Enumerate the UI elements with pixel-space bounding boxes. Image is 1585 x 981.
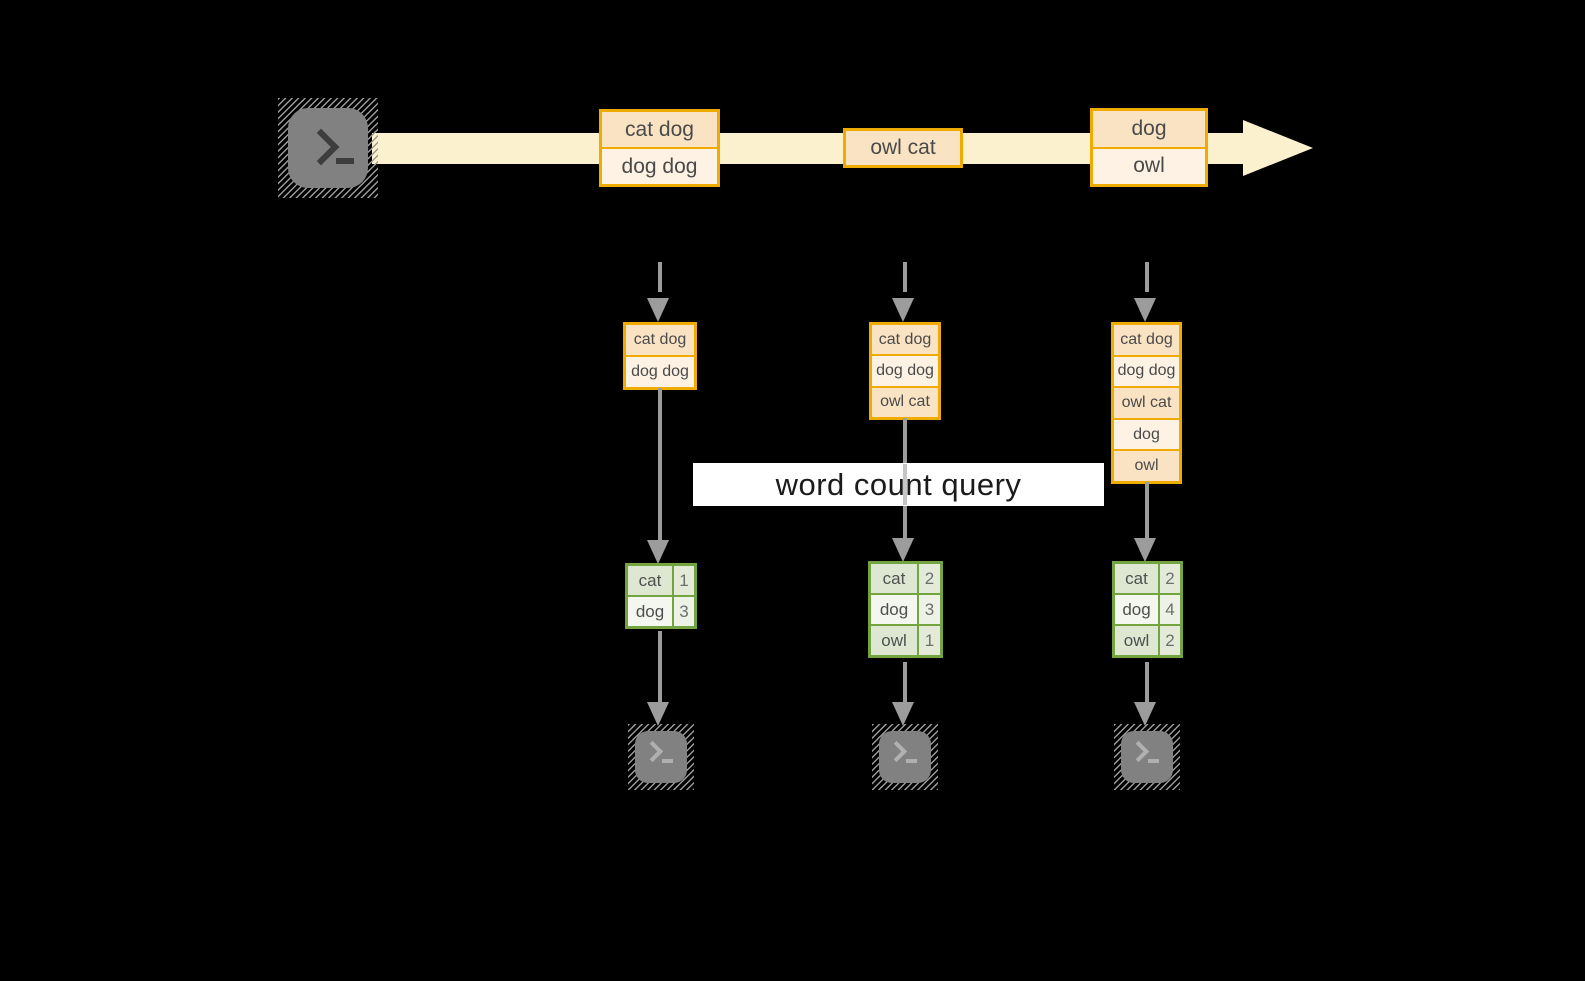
dashed-arrow-line: [1145, 262, 1149, 292]
count-value-cell: 2: [1160, 564, 1180, 593]
count-word-cell: cat: [871, 564, 917, 593]
output-arrowhead-icon: [892, 702, 914, 726]
buffer-line: dog dog: [1114, 354, 1179, 387]
terminal-screen: [635, 731, 687, 783]
word-count-table: cat 2 dog 4 owl 2: [1112, 561, 1183, 658]
buffer-line: cat dog: [626, 325, 694, 355]
output-arrow-line: [903, 662, 907, 703]
output-arrowhead-icon: [1134, 702, 1156, 726]
stream-record: cat dog dog dog: [599, 109, 720, 187]
count-word-cell: cat: [1115, 564, 1158, 593]
terminal-prompt-underscore-icon: [906, 759, 917, 763]
output-terminal-icon: [872, 724, 938, 790]
record-line: owl: [1093, 146, 1205, 184]
query-arrow-line: [1145, 482, 1149, 539]
dashed-arrowhead-icon: [1134, 298, 1156, 322]
count-value-cell: 3: [674, 597, 694, 626]
query-arrowhead-icon: [647, 540, 669, 564]
buffer-line: cat dog: [1114, 325, 1179, 355]
terminal-prompt-underscore-icon: [1148, 759, 1159, 763]
count-word-cell: dog: [871, 595, 917, 624]
dashed-arrow-line: [658, 262, 662, 292]
record-line: owl cat: [846, 131, 960, 165]
query-banner: word count query: [693, 463, 1104, 506]
count-value-cell: 1: [919, 626, 940, 655]
terminal-prompt-underscore-icon: [336, 158, 354, 164]
terminal-prompt-chevron-icon: [885, 740, 908, 763]
count-value-cell: 4: [1160, 595, 1180, 624]
output-terminal-icon: [628, 724, 694, 790]
buffer-line: dog: [1114, 417, 1179, 450]
input-buffer-stack: cat dog dog dog: [623, 322, 697, 390]
record-line: dog dog: [602, 147, 717, 184]
terminal-prompt-underscore-icon: [662, 759, 673, 763]
terminal-prompt-chevron-icon: [1127, 740, 1150, 763]
query-arrow-line-over-banner: [903, 464, 907, 505]
count-word-cell: dog: [628, 597, 672, 626]
buffer-line: dog dog: [626, 355, 694, 387]
output-arrowhead-icon: [647, 702, 669, 726]
dashed-arrow-line: [903, 262, 907, 292]
terminal-screen: [288, 108, 368, 188]
record-line: cat dog: [602, 112, 717, 147]
query-arrowhead-icon: [1134, 538, 1156, 562]
terminal-screen: [879, 731, 931, 783]
terminal-prompt-chevron-icon: [641, 740, 664, 763]
stream-arrowhead-icon: [1243, 120, 1313, 176]
stream-record: dog owl: [1090, 108, 1208, 187]
terminal-prompt-chevron-icon: [302, 128, 340, 166]
buffer-line: dog dog: [872, 354, 938, 386]
count-value-cell: 3: [919, 595, 940, 624]
output-terminal-icon: [1114, 724, 1180, 790]
terminal-screen: [1121, 731, 1173, 783]
stream-record: owl cat: [843, 128, 963, 168]
count-word-cell: owl: [1115, 626, 1158, 655]
output-arrow-line: [1145, 662, 1149, 703]
input-buffer-stack: cat dog dog dog owl cat dog owl: [1111, 322, 1182, 484]
count-word-cell: cat: [628, 566, 672, 595]
query-arrow-line: [658, 388, 662, 541]
count-word-cell: dog: [1115, 595, 1158, 624]
word-count-table: cat 1 dog 3: [625, 563, 697, 629]
count-value-cell: 2: [1160, 626, 1180, 655]
buffer-line: owl cat: [872, 385, 938, 417]
count-value-cell: 2: [919, 564, 940, 593]
count-value-cell: 1: [674, 566, 694, 595]
buffer-line: owl cat: [1114, 386, 1179, 418]
query-arrowhead-icon: [892, 538, 914, 562]
dashed-arrowhead-icon: [892, 298, 914, 322]
record-line: dog: [1093, 111, 1205, 147]
source-terminal-icon: [278, 98, 378, 198]
dashed-arrowhead-icon: [647, 298, 669, 322]
buffer-line: owl: [1114, 449, 1179, 481]
output-arrow-line: [658, 631, 662, 703]
count-word-cell: owl: [871, 626, 917, 655]
buffer-line: cat dog: [872, 325, 938, 355]
word-count-table: cat 2 dog 3 owl 1: [868, 561, 943, 658]
input-buffer-stack: cat dog dog dog owl cat: [869, 322, 941, 420]
